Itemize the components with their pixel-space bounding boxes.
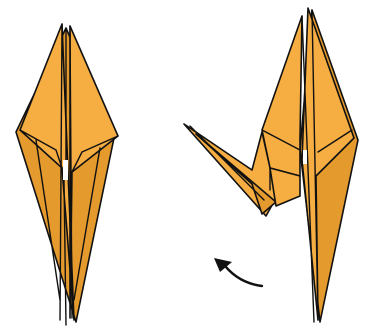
crane-center-gap	[303, 150, 307, 164]
partially-folded-crane-stage	[184, 8, 358, 322]
crane-body-front	[262, 16, 302, 176]
curved-arrow-icon	[214, 258, 262, 286]
kite-center-gap	[63, 160, 68, 180]
crane-neck-crease	[190, 126, 264, 200]
curved-arrow-shaft	[222, 262, 262, 286]
folded-kite-stage	[16, 24, 118, 325]
